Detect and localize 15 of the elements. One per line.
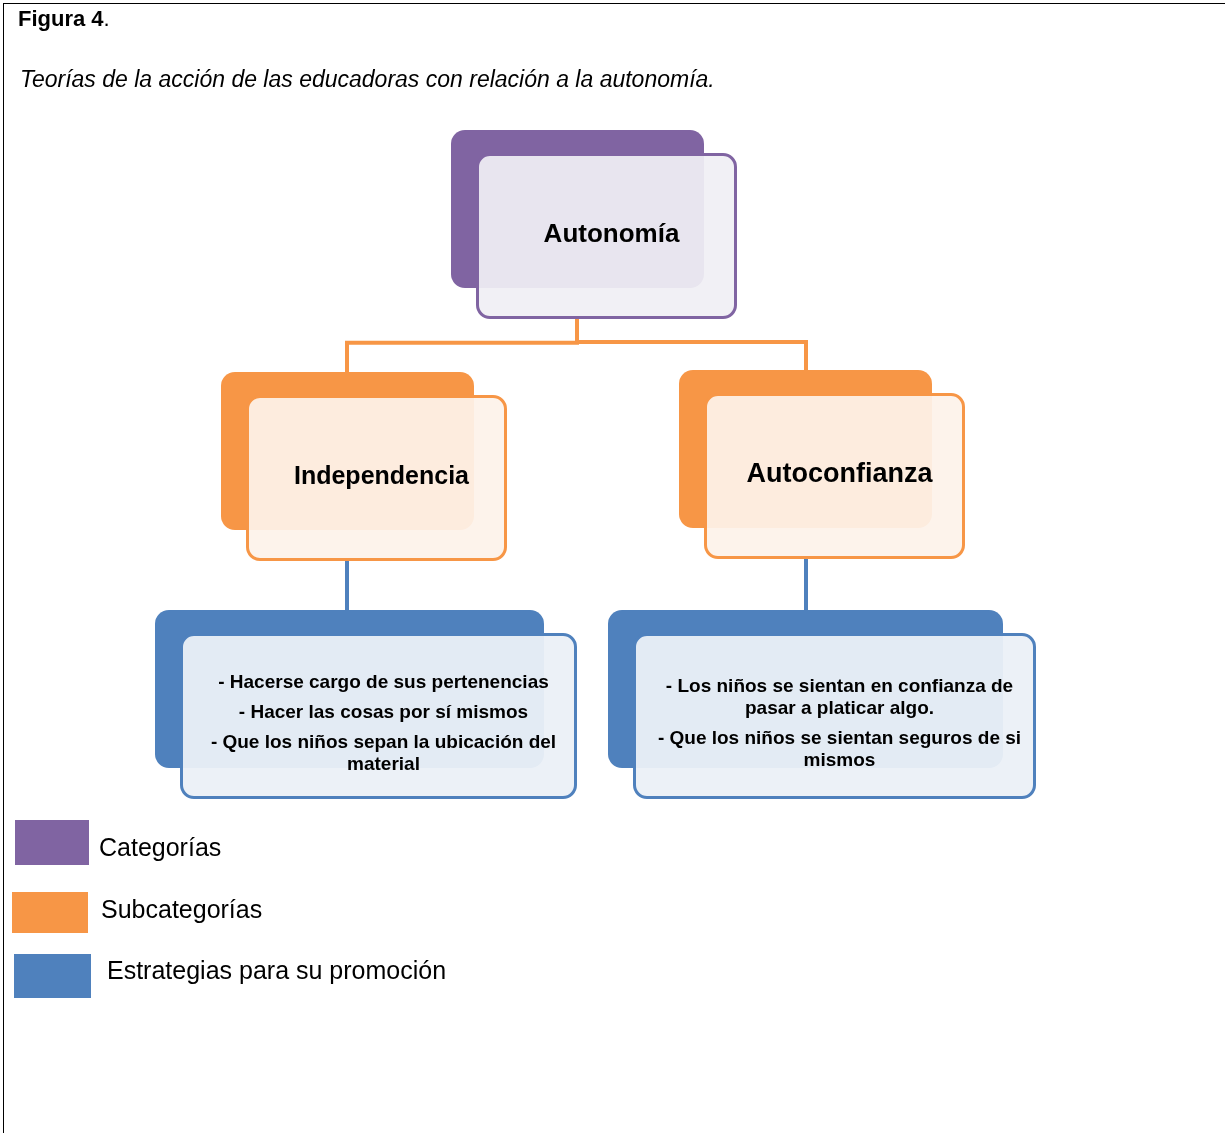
strategy-text: - Los niños se sientan en confianza de pasar a platicar algo. — [664, 675, 1015, 719]
node-label: Autoconfianza — [746, 457, 933, 489]
legend-label: Estrategias para su promoción — [107, 956, 447, 985]
node-label: Autonomía — [543, 217, 680, 249]
node-label: Independencia — [293, 460, 469, 490]
strategy-text: - Hacer las cosas por sí mismos — [238, 701, 529, 723]
strategy-text: - Que los niños sepan la ubicación del material — [209, 731, 558, 775]
legend-label: Subcategorías — [101, 895, 263, 924]
connector-line — [345, 561, 349, 610]
strategy-text: - Que los niños se sientan seguros de si mismos — [656, 727, 1023, 771]
figure-title: Figura 4. — [18, 6, 110, 32]
strategy-text: - Hacerse cargo de sus pertenencias — [218, 671, 549, 693]
legend-label: Categorías — [99, 833, 222, 862]
connector-line — [804, 559, 808, 610]
figure-caption: Teorías de la acción de las educadoras con relación a la autonomía. — [20, 66, 715, 93]
